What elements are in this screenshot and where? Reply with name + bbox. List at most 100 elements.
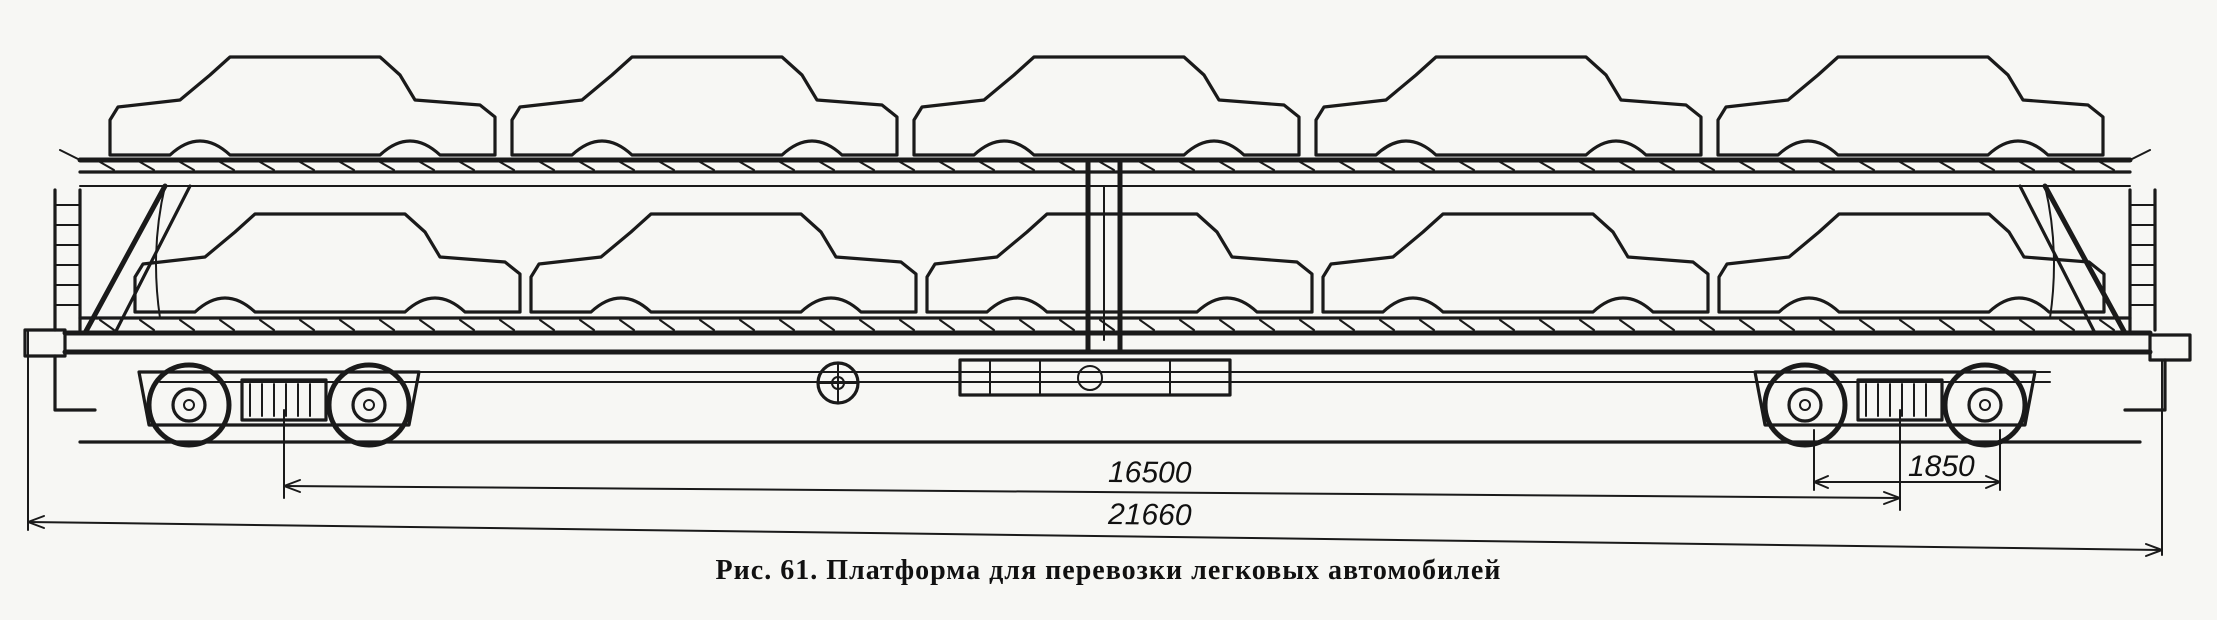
right-end-ladder bbox=[2128, 188, 2157, 332]
left-bogie bbox=[137, 362, 421, 448]
upper-deck-rib bbox=[1779, 161, 1795, 171]
upper-deck-rib bbox=[659, 161, 675, 171]
upper-deck-rib bbox=[1339, 161, 1355, 171]
upper-deck-rib bbox=[1299, 161, 1315, 171]
wheelset bbox=[1942, 362, 2028, 448]
upper-deck-rib bbox=[1179, 161, 1195, 171]
lower-deck-rib bbox=[419, 319, 435, 331]
upper-deck-rib bbox=[819, 161, 835, 171]
dimension-label-16500: 16500 bbox=[1108, 456, 1192, 490]
end-trusses bbox=[82, 183, 2128, 336]
upper-deck-rib bbox=[1219, 161, 1235, 171]
dimension-label-21660: 21660 bbox=[1107, 498, 1192, 532]
upper-deck-rib bbox=[219, 161, 235, 171]
left-end-ladder bbox=[53, 188, 82, 332]
hand-brake-wheel bbox=[816, 361, 860, 405]
dimension-label-1850: 1850 bbox=[1908, 450, 1975, 483]
upper-deck-rib bbox=[1579, 161, 1595, 171]
upper-deck-rib bbox=[499, 161, 515, 171]
upper-deck-rib bbox=[459, 161, 475, 171]
upper-car-silhouette bbox=[912, 55, 1301, 157]
lower-deck-rib bbox=[2059, 319, 2075, 331]
lower-deck-rib bbox=[1339, 319, 1355, 331]
lower-deck-rib bbox=[979, 319, 995, 331]
lower-deck-rib bbox=[1379, 319, 1395, 331]
upper-deck-rib bbox=[899, 161, 915, 171]
figure-caption: Рис. 61. Платформа для перевозки легковы… bbox=[715, 555, 1502, 586]
lower-deck-rib bbox=[1659, 319, 1675, 331]
lower-deck-rib bbox=[499, 319, 515, 331]
upper-deck-rib bbox=[1019, 161, 1035, 171]
upper-deck-rib bbox=[579, 161, 595, 171]
lower-car-silhouette bbox=[133, 212, 522, 314]
wheelset bbox=[1762, 362, 1848, 448]
lower-deck-rib bbox=[1019, 319, 1035, 331]
upper-deck-rib bbox=[1539, 161, 1555, 171]
lower-deck-rib bbox=[699, 319, 715, 331]
upper-deck-rib bbox=[1259, 161, 1275, 171]
upper-deck-rib bbox=[1059, 161, 1075, 171]
upper-deck-rib bbox=[859, 161, 875, 171]
lower-deck-rib bbox=[819, 319, 835, 331]
underframe-equipment bbox=[958, 358, 1232, 397]
lower-deck-rib bbox=[2019, 319, 2035, 331]
upper-deck-rib bbox=[1139, 161, 1155, 171]
lower-deck-rib bbox=[1739, 319, 1755, 331]
lower-deck-rib bbox=[339, 319, 355, 331]
upper-deck-rib bbox=[1739, 161, 1755, 171]
lower-car-silhouette bbox=[1321, 212, 1710, 314]
upper-deck-rib bbox=[419, 161, 435, 171]
lower-deck-rib bbox=[779, 319, 795, 331]
upper-deck-rib bbox=[1099, 161, 1115, 171]
lower-car-silhouette bbox=[529, 212, 918, 314]
lower-deck-rib bbox=[379, 319, 395, 331]
right-bogie bbox=[1753, 362, 2037, 448]
lower-deck-rib bbox=[139, 319, 155, 331]
upper-deck-rib bbox=[1379, 161, 1395, 171]
lower-deck-rib bbox=[259, 319, 275, 331]
upper-deck-rib bbox=[1459, 161, 1475, 171]
lower-car-silhouette bbox=[1717, 212, 2106, 314]
lower-deck-cars bbox=[133, 212, 2106, 314]
upper-deck-rib bbox=[1979, 161, 1995, 171]
lower-deck-rib bbox=[1099, 319, 1115, 331]
lower-deck-rib bbox=[579, 319, 595, 331]
upper-car-silhouette bbox=[108, 55, 497, 157]
upper-deck-rib bbox=[379, 161, 395, 171]
upper-deck-rib bbox=[779, 161, 795, 171]
lower-deck-rib bbox=[1779, 319, 1795, 331]
lower-deck-rib bbox=[99, 319, 115, 331]
lower-deck-rib bbox=[1139, 319, 1155, 331]
lower-deck-rib bbox=[1619, 319, 1635, 331]
upper-deck-rib bbox=[339, 161, 355, 171]
wheelset bbox=[146, 362, 232, 448]
upper-deck-rib bbox=[939, 161, 955, 171]
lower-deck-rib bbox=[939, 319, 955, 331]
upper-deck-rib bbox=[739, 161, 755, 171]
lower-deck-rib bbox=[619, 319, 635, 331]
lower-deck-rib bbox=[1259, 319, 1275, 331]
upper-car-silhouette bbox=[510, 55, 899, 157]
upper-deck-rib bbox=[1859, 161, 1875, 171]
lower-deck-rib bbox=[1419, 319, 1435, 331]
lower-deck bbox=[62, 316, 2153, 383]
upper-deck-rib bbox=[139, 161, 155, 171]
upper-deck-rib bbox=[699, 161, 715, 171]
lower-deck-rib bbox=[1299, 319, 1315, 331]
dimension-lines bbox=[27, 329, 2163, 557]
upper-deck-rib bbox=[1419, 161, 1435, 171]
upper-deck-rib bbox=[1499, 161, 1515, 171]
upper-deck-rib bbox=[1619, 161, 1635, 171]
lower-deck-rib bbox=[539, 319, 555, 331]
upper-deck-rib bbox=[2019, 161, 2035, 171]
deck-ribs bbox=[99, 161, 2115, 331]
upper-deck-cars bbox=[108, 55, 2105, 157]
lower-deck-rib bbox=[299, 319, 315, 331]
upper-car-silhouette bbox=[1314, 55, 1703, 157]
wheelset bbox=[326, 362, 412, 448]
lower-deck-rib bbox=[1859, 319, 1875, 331]
lower-deck-rib bbox=[1459, 319, 1475, 331]
upper-deck-rib bbox=[1699, 161, 1715, 171]
